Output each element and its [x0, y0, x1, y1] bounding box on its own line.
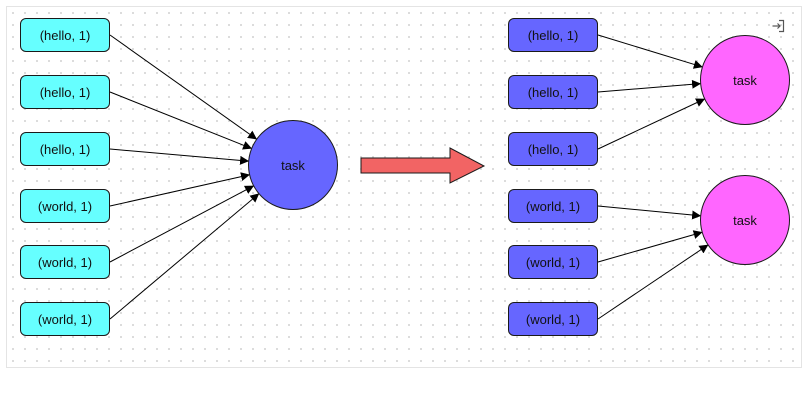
right-input-node[interactable]: (world, 1) [508, 189, 598, 223]
left-input-node[interactable]: (world, 1) [20, 245, 110, 279]
left-input-node[interactable]: (hello, 1) [20, 18, 110, 52]
left-input-node[interactable]: (world, 1) [20, 189, 110, 223]
right-input-node[interactable]: (world, 1) [508, 302, 598, 336]
right-task-node[interactable]: task [700, 35, 790, 125]
diagram-canvas [6, 6, 802, 368]
right-input-node[interactable]: (hello, 1) [508, 18, 598, 52]
right-input-node[interactable]: (hello, 1) [508, 75, 598, 109]
right-task-node[interactable]: task [700, 175, 790, 265]
right-input-node[interactable]: (world, 1) [508, 245, 598, 279]
page-footer-area [0, 370, 810, 411]
left-input-node[interactable]: (world, 1) [20, 302, 110, 336]
right-input-node[interactable]: (hello, 1) [508, 132, 598, 166]
left-input-node[interactable]: (hello, 1) [20, 132, 110, 166]
exit-icon[interactable] [769, 17, 787, 35]
left-input-node[interactable]: (hello, 1) [20, 75, 110, 109]
left-task-node[interactable]: task [248, 120, 338, 210]
